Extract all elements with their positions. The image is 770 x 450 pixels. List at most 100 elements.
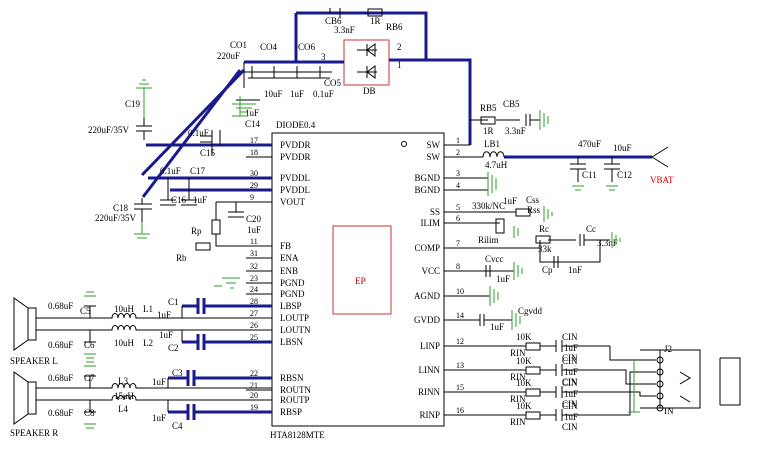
co5-label: CO5 [324,78,342,88]
c19-value: 220uF/35V [88,125,130,135]
rb5-value: 1R [483,126,494,136]
cvcc-label: Cvcc [485,254,504,264]
c15-label: C15 [200,148,216,158]
c20-value: 1uF [247,225,261,235]
left-pin-number: 24 [250,285,258,294]
right-pin-name: LINP [420,341,440,351]
left-pin-number: 9 [250,193,254,202]
right-pin-number: 8 [456,262,460,271]
c17-label: C17 [190,166,206,176]
cin-label: CIN [562,353,578,363]
co6-label: CO6 [298,42,316,52]
right-pin-name: SW [427,152,441,162]
lb1-label: LB1 [484,139,500,149]
compensation-network: Rc 33k Cc 3.3nF Cp 1nF [444,224,621,275]
c17-value: 1uF [193,195,207,205]
l3-value: 15uH [114,391,135,401]
rilim-label: Rilim [478,235,499,245]
left-pin-number: 11 [250,237,258,246]
cin-label: CIN [562,378,578,388]
c18-value: 220uF/35V [95,213,137,223]
c14-label: C14 [245,119,261,129]
soft-start-network: 330k/NC 1uF Css Rss Rilim [444,195,553,245]
left-pin-name: ENB [280,266,298,276]
cc-label: Cc [586,224,596,234]
right-pin-number: 3 [456,169,460,178]
ic-right-pins: 1SW2SW3BGND4BGND5SS6ILIM7COMP8VCC10AGND1… [414,136,470,420]
cin-label: CIN [562,422,578,432]
co5-value: 0.1uF [313,89,334,99]
boost-diode-block: DB 2 1 [343,39,402,96]
speaker-l-label: SPEAKER L [10,356,58,366]
l3-label: L3 [118,376,128,386]
l2-value: 10uH [114,338,135,348]
c8-label: C8 [84,408,95,418]
css-label: Css [526,195,540,205]
input-jack-j2: J2 IN [628,344,741,416]
c12-value: 10uF [613,143,632,153]
ss-nc-label: 330k/NC [472,201,505,211]
left-pin-number: 25 [250,333,258,342]
c5-value: 0.68uF [48,301,73,311]
right-pin-number: 12 [456,337,464,346]
left-pin-number: 23 [250,274,258,283]
j2-label: J2 [664,344,672,354]
cvcc-value: 1uF [496,274,510,284]
rb6-value: 1R [370,16,381,26]
db-pin1: 1 [397,60,402,70]
diode-package-label: DIODE0.4 [276,120,316,130]
c1-value: 1uF [157,310,171,320]
left-pin-name: RBSN [280,373,304,383]
right-pin-name: SW [427,140,441,150]
rin-value: 10K [516,332,532,342]
speaker-left: SPEAKER L [10,297,58,366]
right-pin-name: LINN [419,365,441,375]
vcc-agnd-gvdd-network: Cvcc 1uF Cgvdd 1uF [444,254,543,332]
rb-label: Rb [176,253,187,263]
rin-value: 10K [516,356,532,366]
left-pin-name: VOUT [280,197,305,207]
left-pin-number: 27 [250,309,258,318]
c6-label: C6 [84,340,95,350]
right-pin-number: 14 [456,311,464,320]
left-pin-number: 20 [250,391,258,400]
left-pin-name: LOUTP [280,313,309,323]
right-pin-number: 15 [456,383,464,392]
c2-value: 1uF [159,330,173,340]
co4-label: CO4 [260,42,278,52]
left-pin-number: 30 [250,169,258,178]
cb6-value: 3.3nF [334,25,355,35]
right-pin-name: ILIM [421,218,441,228]
left-pin-number: 32 [250,262,258,271]
speaker-right: SPEAKER R [10,371,58,438]
left-pin-name: FB [280,241,291,251]
db-label: DB [363,86,376,96]
cin-label: CIN [562,356,578,366]
right-pin-name: BGND [414,173,440,183]
rc-label: Rc [539,224,549,234]
cin-value: 1uF [564,389,578,399]
left-pin-name: LBSP [280,301,302,311]
c20-label: C20 [246,214,262,224]
vddl-decoupling: C18 220uF/35V 0.1uF C16 C17 1uF C20 1uF … [95,166,272,289]
rin-value: 10K [516,401,532,411]
left-pin-number: 31 [250,249,258,258]
c18-label: C18 [113,203,129,213]
lb1-value: 4.7uH [485,160,508,170]
right-pin-name: BGND [414,185,440,195]
bgnd-ground [444,172,497,196]
c8-value: 0.68uF [48,408,73,418]
cgvdd-value: 1uF [490,322,504,332]
right-pin-number: 6 [456,214,460,223]
cp-label: Cp [542,265,553,275]
cin-value: 1uF [564,343,578,353]
l2-label: L2 [143,338,153,348]
left-pin-name: LOUTN [280,325,311,335]
co-node: 3 [321,52,326,62]
c19-label: C19 [125,99,141,109]
c6-value: 0.68uF [48,340,73,350]
left-pin-name: PVDDL [280,173,310,183]
right-pin-name: RINN [418,387,440,397]
ic-part-number: HTA8128MTE [270,430,325,440]
